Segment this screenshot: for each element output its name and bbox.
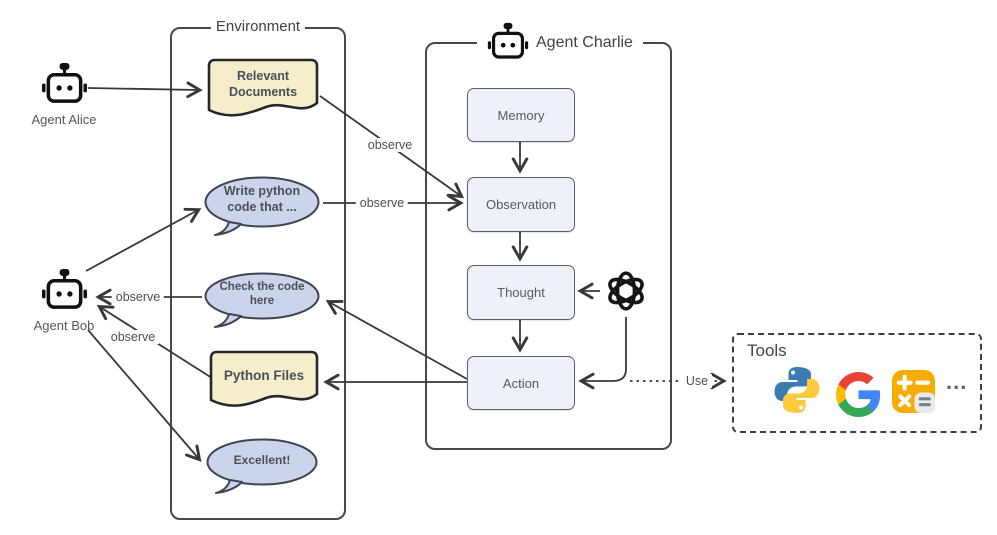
tools-box: Tools ... [732, 333, 982, 433]
doc-relevant-documents-label: Relevant Documents [228, 69, 298, 99]
doc-python-files: Python Files [209, 350, 319, 412]
document-shape [209, 350, 319, 407]
robot-icon [487, 22, 529, 59]
robot-icon [41, 62, 87, 103]
agent-alice: Agent Alice [21, 62, 107, 127]
speech-bubble-shape [204, 176, 320, 236]
doc-python-files-label: Python Files [223, 367, 305, 383]
agent-bob: Agent Bob [21, 268, 107, 333]
bubble-check-code: Check the code here [203, 272, 321, 328]
step-memory: Memory [467, 88, 575, 142]
environment-title: Environment [210, 18, 306, 35]
robot-icon [41, 268, 87, 309]
google-logo [836, 372, 881, 417]
step-observation: Observation [467, 177, 575, 232]
bubble-excellent-label: Excellent! [233, 452, 291, 467]
calculator-icon [891, 369, 936, 414]
tools-title: Tools [747, 341, 787, 360]
speech-bubble-shape [204, 272, 320, 328]
bubble-excellent: Excellent! [205, 438, 319, 494]
openai-logo [608, 271, 644, 311]
edge-label-observe-check: observe [111, 290, 165, 304]
agent-charlie-title: Agent Charlie [536, 34, 633, 51]
bubble-write-python: Write python code that ... [203, 176, 321, 236]
step-thought: Thought [467, 265, 575, 320]
edge-label-observe-files: observe [106, 330, 160, 344]
doc-relevant-documents: Relevant Documents [207, 58, 319, 122]
agent-charlie-header: Agent Charlie [477, 22, 643, 64]
step-action: Action [467, 356, 575, 410]
bubble-check-code-label: Check the code here [219, 280, 305, 307]
agent-bob-label: Agent Bob [33, 318, 95, 333]
speech-bubble-shape [206, 438, 318, 494]
tools-ellipsis: ... [946, 369, 968, 394]
python-logo [774, 367, 820, 413]
agent-alice-label: Agent Alice [31, 112, 97, 127]
agent-charlie-box: Agent Charlie [425, 22, 672, 450]
environment-box: Environment [170, 18, 346, 520]
edge-label-use: Use [681, 374, 713, 388]
bubble-write-python-label: Write python code that ... [223, 184, 301, 214]
document-shape [207, 58, 319, 117]
edge-label-observe-documents: observe [363, 138, 417, 152]
edge-label-observe-request: observe [355, 196, 409, 210]
